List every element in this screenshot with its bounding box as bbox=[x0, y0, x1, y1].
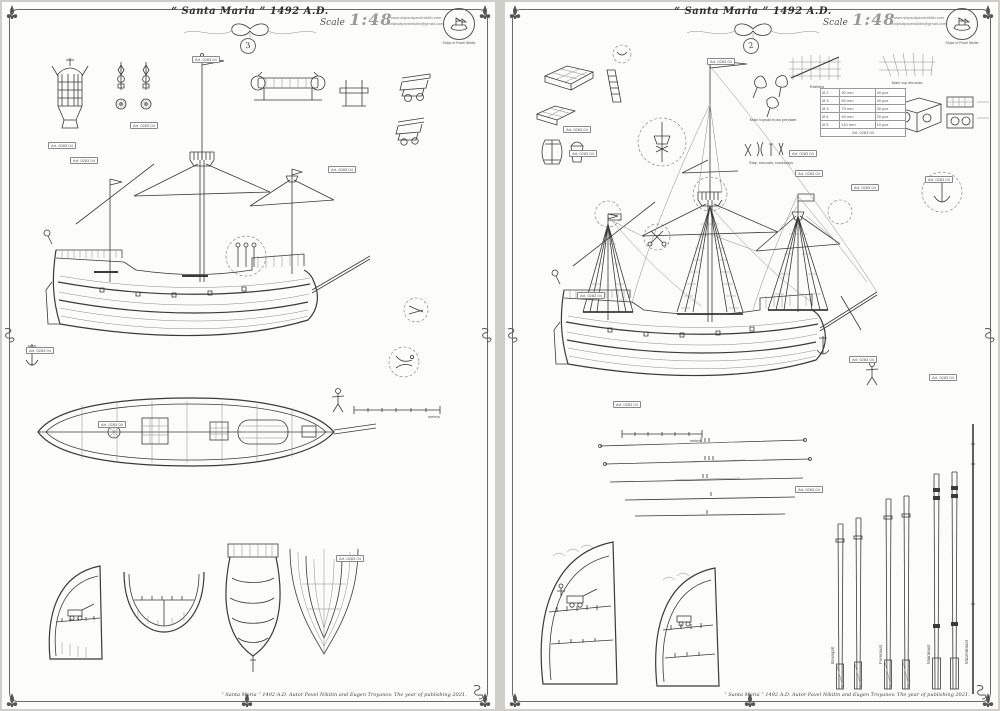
part-callout: Art. 0283 04 bbox=[929, 374, 957, 381]
logo-caption: Ships of Pavel Nikitin bbox=[442, 41, 476, 45]
plan-page-left: “ Santa Maria ” 1492 A.D. Scale 1:48 www… bbox=[2, 2, 495, 709]
windlass-detail bbox=[250, 71, 326, 101]
hull-section-quarter-cutaway bbox=[655, 567, 720, 687]
page-title: “ Santa Maria ” 1492 A.D. bbox=[171, 6, 329, 17]
scale-label: Scale bbox=[320, 18, 345, 28]
scale-bar: meters bbox=[353, 406, 441, 419]
left-page-drawings: meters bbox=[25, 53, 441, 672]
plan-page-right: “ Santa Maria ” 1492 A.D. Scale 1:48 www… bbox=[505, 2, 998, 709]
footer-credit: “ Santa Maria ” 1492 A.D. Autor Pavel Ni… bbox=[221, 692, 467, 698]
part-callout: Art. 0283 04 bbox=[795, 170, 823, 177]
part-callout: Art. 0283 04 bbox=[925, 176, 953, 183]
hull-section-quarter-cutaway bbox=[48, 565, 103, 660]
ship-logo-icon bbox=[450, 17, 468, 31]
part-callout: Art. 0283 04 bbox=[849, 356, 877, 363]
part-callout: Art. 0283 04 bbox=[336, 555, 364, 562]
scissors-detail-circle bbox=[643, 223, 671, 251]
stern-lantern-detail bbox=[51, 58, 89, 129]
sailor-figure bbox=[331, 388, 345, 413]
hull-section-quarter-cutaway bbox=[540, 541, 618, 685]
ratline-net-detail: Ratlines bbox=[789, 55, 841, 89]
maker-logo: Ships of Pavel Nikitin bbox=[945, 8, 979, 45]
annotation-ratlines: Ratlines bbox=[810, 84, 824, 89]
scale-bar: meters bbox=[621, 430, 703, 443]
corner-ornament-icon bbox=[509, 5, 521, 19]
top-shrouds-net-detail: Main top shrouds bbox=[879, 52, 935, 85]
part-callout: Art. 0283 04 bbox=[98, 421, 126, 428]
part-callout: Art. 0283 04 bbox=[192, 56, 220, 63]
annotation-top-shrouds: Main top shrouds bbox=[892, 80, 923, 85]
part-callout: Art. 0283 04 bbox=[328, 166, 356, 173]
scale-value: 1:48 bbox=[852, 10, 896, 29]
right-page-drawings: Main topsail truss pendant Ratlines Main… bbox=[535, 44, 989, 694]
belaying-pin-detail-circle bbox=[225, 235, 267, 277]
part-callout: Art. 0283 04 bbox=[789, 150, 817, 157]
contact-email: shipsofpavelnikitin@gmail.com bbox=[891, 21, 947, 26]
ship-side-elevation-rigged bbox=[551, 59, 878, 377]
part-callout: Art. 0283 04 bbox=[70, 157, 98, 164]
mast-drawings bbox=[835, 424, 975, 694]
contact-website: www.shipsofpavelnikitin.com bbox=[893, 15, 945, 20]
logo-caption: Ships of Pavel Nikitin bbox=[945, 41, 979, 45]
corner-ornament-icon bbox=[479, 5, 491, 19]
finial-parts-detail bbox=[115, 62, 152, 110]
small-fittings-stack bbox=[946, 96, 989, 129]
footer-flourish-icon bbox=[976, 685, 987, 700]
ship-side-elevation bbox=[43, 53, 371, 337]
header-flourish-icon bbox=[686, 23, 820, 39]
part-callout: Art. 0283 04 bbox=[707, 58, 735, 65]
scale-label: Scale bbox=[823, 18, 848, 28]
ladder-detail bbox=[606, 69, 622, 103]
fid-detail-circle bbox=[403, 297, 429, 323]
page-title: “ Santa Maria ” 1492 A.D. bbox=[674, 6, 832, 17]
part-callout: Art. 0283 04 bbox=[563, 126, 591, 133]
contact-email: shipsofpavelnikitin@gmail.com bbox=[388, 21, 444, 26]
grating-detail bbox=[535, 65, 595, 126]
hull-section-bow-frames bbox=[289, 548, 359, 655]
small-detail-circle bbox=[612, 44, 632, 64]
rigging-tools-detail-circle bbox=[388, 346, 420, 378]
annotation-truss-pendant: Main topsail truss pendant bbox=[750, 117, 798, 122]
part-callout: Art. 0283 04 bbox=[569, 150, 597, 157]
part-callout: Art. 0283 04 bbox=[577, 292, 605, 299]
serving-tools-detail: Stay, shrouds, backstays bbox=[744, 141, 793, 165]
corner-ornament-icon bbox=[6, 5, 18, 19]
corner-ornament-icon bbox=[982, 5, 994, 19]
hull-section-midship bbox=[123, 571, 205, 633]
footer-flourish-icon bbox=[473, 685, 484, 700]
part-callout: Art. 0283 04 bbox=[795, 486, 823, 493]
sailor-figure bbox=[865, 361, 879, 386]
contact-website: www.shipsofpavelnikitin.com bbox=[390, 15, 442, 20]
rigging-detail-circle bbox=[594, 176, 853, 228]
part-callout: Art. 0283 04 bbox=[48, 142, 76, 149]
knot-details: Main topsail truss pendant bbox=[750, 75, 798, 122]
bitts-detail bbox=[339, 80, 369, 107]
maker-logo: Ships of Pavel Nikitin bbox=[442, 8, 476, 45]
svg-text:meters: meters bbox=[690, 438, 702, 443]
part-callout: Art. 0283 04 bbox=[851, 184, 879, 191]
scale-value: 1:48 bbox=[349, 10, 393, 29]
svg-text:meters: meters bbox=[428, 414, 440, 419]
deck-plan-view bbox=[37, 397, 377, 467]
part-callout: Art. 0283 04 bbox=[613, 401, 641, 408]
part-callout: Art. 0283 04 bbox=[26, 347, 54, 354]
cannon-carriage-detail bbox=[395, 73, 431, 146]
hull-section-stern-view bbox=[225, 543, 281, 672]
header-flourish-icon bbox=[183, 23, 317, 39]
part-callout: Art. 0283 04 bbox=[130, 122, 158, 129]
footer-credit: “ Santa Maria ” 1492 A.D. Autor Pavel Ni… bbox=[724, 692, 970, 698]
spar-drawings bbox=[598, 438, 812, 517]
annotation-stays: Stay, shrouds, backstays bbox=[749, 160, 793, 165]
masthead-detail-circle bbox=[637, 117, 687, 167]
ship-logo-icon bbox=[953, 17, 971, 31]
